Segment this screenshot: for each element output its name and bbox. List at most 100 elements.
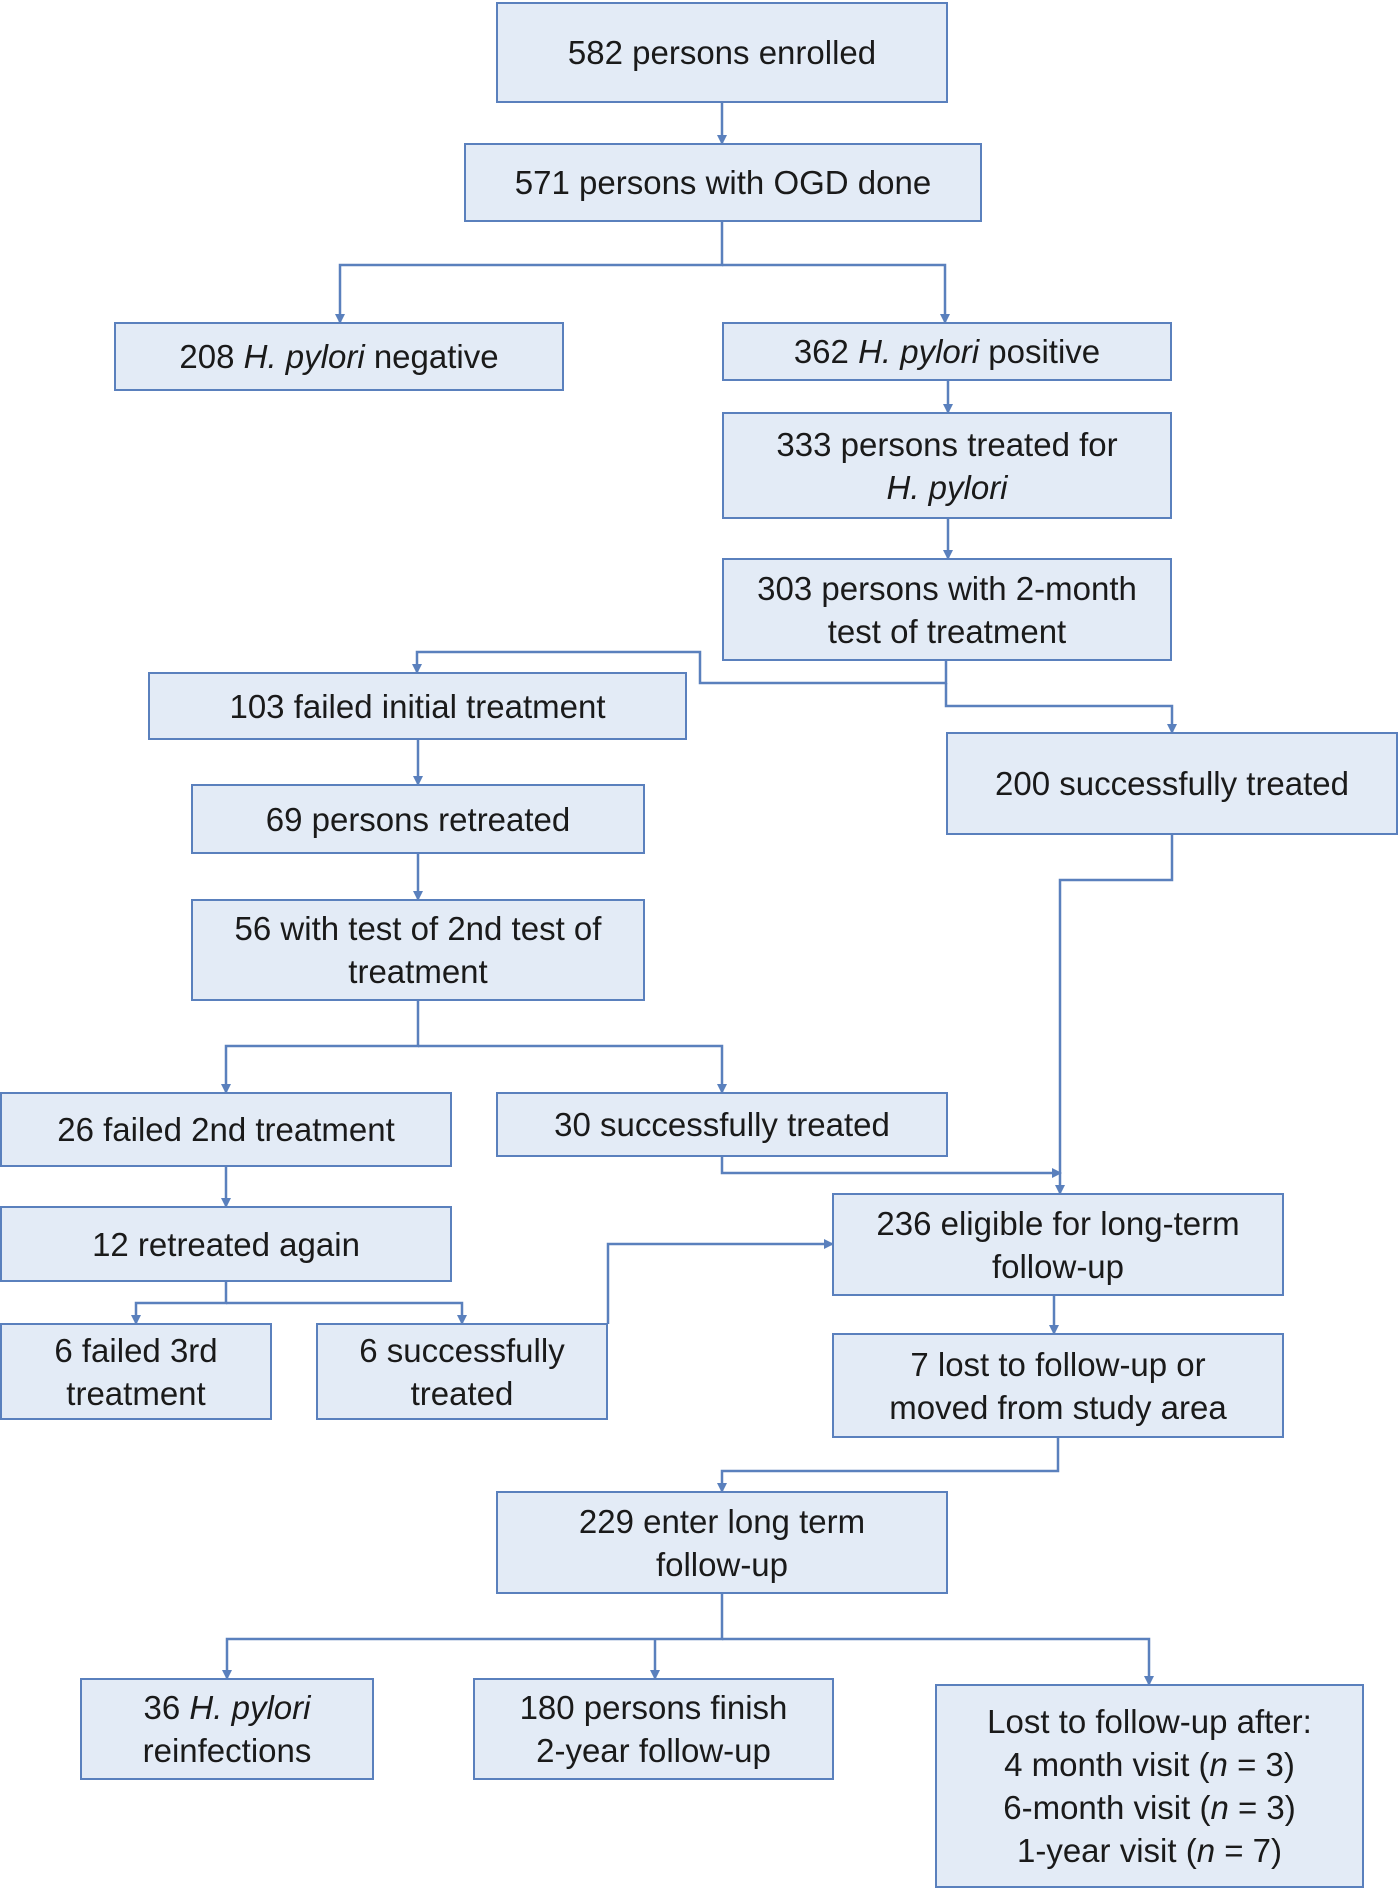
text-run: 56 with test of 2nd test of <box>234 910 602 947</box>
text-run: 200 successfully treated <box>994 765 1350 802</box>
box-text-line: 362 H. pylori positive <box>794 330 1100 373</box>
arrow-ogd-to-positive <box>722 263 950 324</box>
arrow-ogd-to-negative <box>335 222 724 324</box>
box-text-line: 7 lost to follow-up or <box>910 1343 1205 1386</box>
text-run: 2-year follow-up <box>536 1732 771 1769</box>
text-run: 208 <box>179 338 244 375</box>
text-run: 333 persons treated for <box>776 425 1118 463</box>
text-run: 571 persons with OGD done <box>514 164 932 201</box>
box-text-line: 582 persons enrolled <box>568 31 876 74</box>
arrow-success1-to-eligible <box>1055 835 1174 1195</box>
box-text-line: treated <box>411 1372 514 1415</box>
arrow-retreated-again-to-success3 <box>226 1301 467 1325</box>
arrow-test1-to-success1 <box>944 683 1177 734</box>
arrow-test2-to-failed2 <box>221 1001 420 1094</box>
italic-text: H. pylori <box>886 468 1008 506</box>
box-text-line: 56 with test of 2nd test of <box>235 907 602 950</box>
box-200-successfully-treated: 200 successfully treated <box>946 732 1398 835</box>
box-text-line: H. pylori <box>886 466 1007 509</box>
box-text-line: 180 persons finish <box>520 1686 788 1729</box>
italic-text: n <box>1210 1789 1229 1826</box>
box-lost-to-follow-up-after: Lost to follow-up after:4 month visit (n… <box>935 1684 1364 1888</box>
box-two-month-test: 303 persons with 2-month test of treatmen… <box>722 558 1172 661</box>
box-lost-or-moved: 7 lost to follow-up or moved from study a… <box>832 1333 1284 1438</box>
text-run: treated <box>410 1374 514 1412</box>
text-run: positive <box>979 333 1101 370</box>
text-run: Lost to follow-up after: <box>987 1703 1312 1740</box>
box-persons-retreated: 69 persons retreated <box>191 784 645 854</box>
box-finish-two-year-follow-up: 180 persons finish 2-year follow-up <box>473 1678 834 1780</box>
text-run: treatment <box>348 953 488 990</box>
italic-text: n <box>1209 1746 1228 1783</box>
text-run: 6 failed 3rd <box>54 1331 218 1369</box>
text-run: 582 persons enrolled <box>567 34 877 71</box>
arrow-success2-to-eligible <box>720 1157 1062 1178</box>
box-hpylori-negative: 208 H. pylori negative <box>114 322 564 391</box>
text-run: 4 month visit ( <box>1004 1746 1210 1783</box>
box-text-line: 229 enter long term <box>579 1500 865 1543</box>
text-run: moved from study area <box>889 1388 1227 1426</box>
box-ogd-done: 571 persons with OGD done <box>464 143 982 222</box>
arrow-enter-longterm-to-reinfections <box>222 1594 724 1680</box>
box-text-line: treatment <box>348 950 487 993</box>
box-text-line: moved from study area <box>889 1386 1226 1429</box>
box-text-line: 12 retreated again <box>92 1223 360 1266</box>
text-run: 7 lost to follow-up or <box>910 1345 1206 1383</box>
box-failed-initial-treatment: 103 failed initial treatment <box>148 672 687 740</box>
box-text-line: 236 eligible for long-term <box>876 1202 1239 1245</box>
box-text-line: test of treatment <box>828 610 1066 653</box>
box-text-line: 69 persons retreated <box>266 798 571 841</box>
arrow-retreated-again-to-failed3 <box>131 1282 228 1325</box>
box-text-line: 36 H. pylori <box>144 1686 311 1729</box>
text-run: reinfections <box>142 1732 312 1769</box>
text-run: 180 persons finish <box>519 1689 788 1726</box>
box-text-line: follow-up <box>992 1245 1124 1288</box>
box-text-line: 26 failed 2nd treatment <box>57 1108 395 1151</box>
box-persons-treated: 333 persons treated for H. pylori <box>722 412 1172 519</box>
box-text-line: treatment <box>66 1372 205 1415</box>
text-run: 103 failed initial treatment <box>229 687 606 725</box>
box-text-line: 103 failed initial treatment <box>229 685 605 728</box>
box-hpylori-positive: 362 H. pylori positive <box>722 322 1172 381</box>
box-text-line: Lost to follow-up after: <box>987 1700 1312 1743</box>
text-run: test of treatment <box>827 612 1067 650</box>
box-text-line: 200 successfully treated <box>995 762 1349 805</box>
italic-text: H. pylori <box>243 338 365 375</box>
arrow-test2-to-success2 <box>418 1044 727 1094</box>
box-text-line: 6 failed 3rd <box>54 1329 217 1372</box>
text-run: = 3) <box>1228 1789 1296 1826</box>
text-run: 303 persons with 2-month <box>757 569 1137 607</box>
box-text-line: 571 persons with OGD done <box>515 161 931 204</box>
text-run: 6-month visit ( <box>1003 1789 1211 1826</box>
arrow-lost7-to-enter-longterm <box>717 1438 1060 1493</box>
arrow-enter-longterm-to-lost-after <box>722 1637 1154 1686</box>
box-text-line: 208 H. pylori negative <box>179 335 498 378</box>
text-run: 236 eligible for long-term <box>876 1204 1240 1242</box>
box-text-line: 2-year follow-up <box>536 1729 771 1772</box>
arrow-test1-to-failed1 <box>412 650 948 685</box>
text-run: 1-year visit ( <box>1016 1832 1197 1869</box>
box-failed-second-treatment: 26 failed 2nd treatment <box>0 1092 452 1167</box>
text-run: 229 enter long term <box>578 1502 866 1540</box>
italic-text: H. pylori <box>189 1689 311 1726</box>
text-run: negative <box>364 338 499 375</box>
text-run: 362 <box>793 333 859 370</box>
box-text-line: 303 persons with 2-month <box>757 567 1137 610</box>
text-run: 69 persons retreated <box>265 800 571 838</box>
box-text-line: 4 month visit (n = 3) <box>1004 1743 1295 1786</box>
box-30-successfully-treated: 30 successfully treated <box>496 1092 948 1157</box>
text-run: 30 successfully treated <box>554 1106 890 1143</box>
box-text-line: reinfections <box>143 1729 312 1772</box>
arrow-success3-to-eligible <box>606 1239 834 1324</box>
text-run: 26 failed 2nd treatment <box>57 1111 395 1148</box>
box-text-line: follow-up <box>656 1543 788 1586</box>
text-run: treatment <box>66 1374 206 1412</box>
text-run: = 7) <box>1215 1832 1282 1869</box>
box-text-line: 6-month visit (n = 3) <box>1003 1786 1296 1829</box>
box-second-test: 56 with test of 2nd test of treatment <box>191 899 645 1001</box>
